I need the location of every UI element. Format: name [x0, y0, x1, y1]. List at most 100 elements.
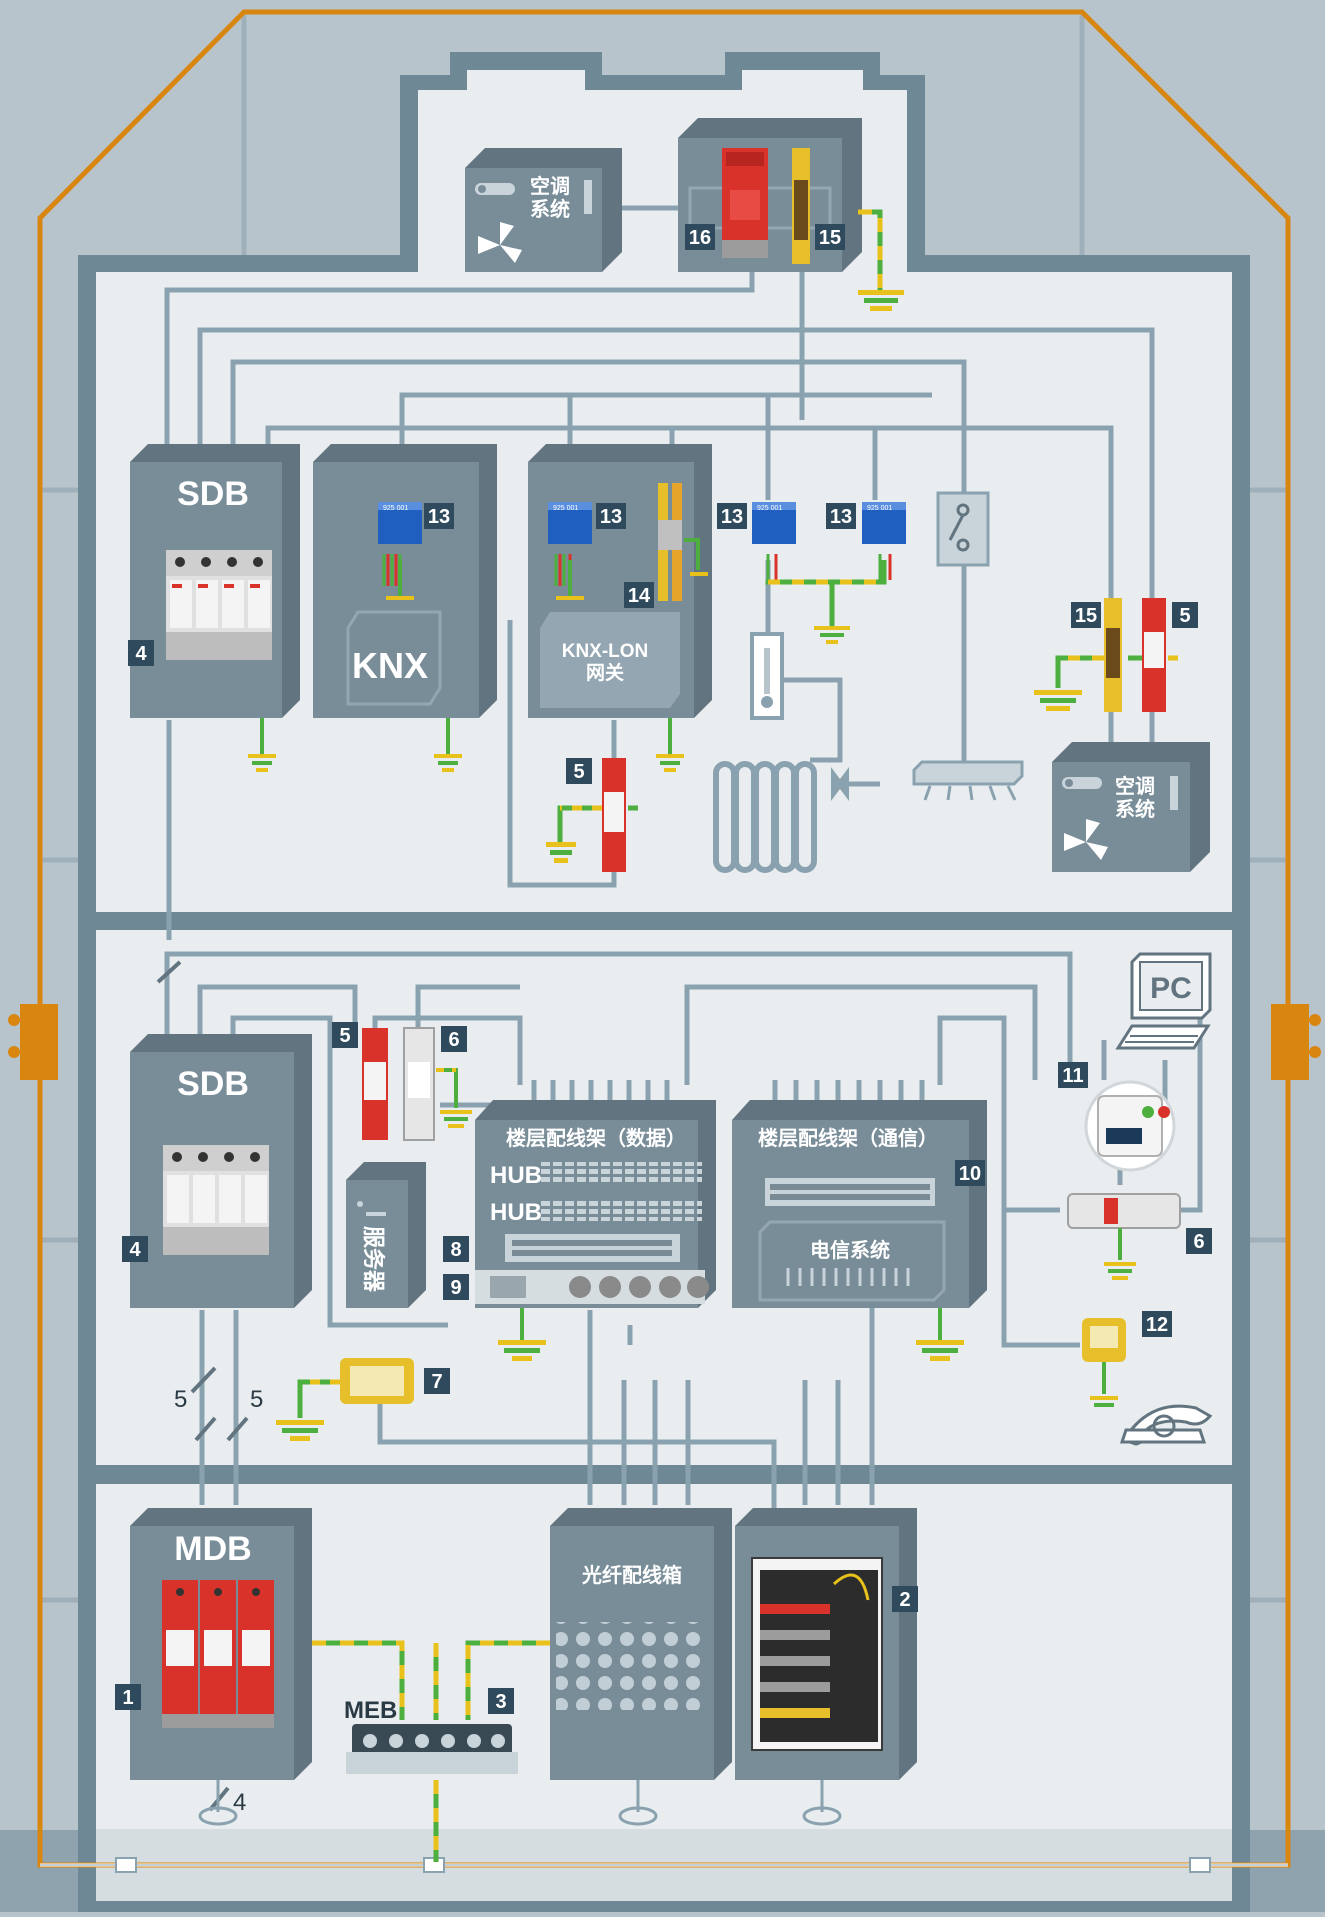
marker-number: 6 [1193, 1231, 1204, 1253]
sdb-middle-label: SDB [177, 1065, 249, 1103]
fiber-label: 光纤配线箱 [581, 1563, 682, 1587]
cable-count-right: 5 [250, 1386, 263, 1413]
marker-m13d: 13 [826, 503, 856, 529]
marker-number: 6 [448, 1029, 459, 1051]
marker-number: 12 [1146, 1314, 1168, 1336]
marker-m9: 9 [443, 1274, 469, 1300]
earth-roof [858, 209, 904, 311]
spd-7-yellow [276, 1358, 414, 1441]
ac-unit-right [1052, 742, 1210, 872]
marker-number: 2 [899, 1589, 910, 1611]
marker-number: 3 [495, 1691, 506, 1713]
marker-number: 5 [1179, 605, 1190, 627]
marker-number: 5 [573, 761, 584, 783]
spd-1-red-triple [162, 1580, 274, 1728]
marker-number: 13 [830, 506, 852, 528]
marker-m8: 8 [443, 1236, 469, 1262]
patch-panel-telecom [732, 1080, 987, 1308]
server-cabinet [346, 1162, 426, 1308]
marker-m5c: 5 [332, 1022, 358, 1048]
marker-m15b: 15 [1071, 602, 1101, 628]
marker-number: 10 [959, 1163, 981, 1185]
module-13-knx-lon [548, 502, 592, 586]
patch-panel-data [475, 1080, 716, 1308]
spd-6-white-right [1067, 1193, 1181, 1280]
marker-m1: 1 [115, 1684, 141, 1710]
marker-number: 5 [339, 1025, 350, 1047]
marker-number: 4 [135, 643, 147, 665]
marker-m4b: 4 [122, 1236, 148, 1262]
marker-m13c: 13 [717, 503, 747, 529]
marker-number: 4 [129, 1239, 141, 1261]
meb-earth-connections [312, 1640, 550, 1862]
spd-15-yellow-roof [792, 148, 810, 264]
marker-m11: 11 [1058, 1062, 1088, 1088]
module-code: 925 001 [867, 505, 892, 512]
meb-label: MEB [344, 1697, 397, 1724]
marker-m4a: 4 [128, 640, 154, 666]
test-joint-right [1271, 1004, 1321, 1080]
marker-m15a: 15 [815, 224, 845, 250]
marker-number: 15 [819, 227, 841, 249]
marker-m6a: 6 [441, 1026, 467, 1052]
spd-5-red-middle [362, 1028, 388, 1140]
fan-coil-unit [912, 760, 1024, 801]
module-code: 925 001 [553, 505, 578, 512]
marker-number: 13 [600, 506, 622, 528]
module-code: 925 001 [757, 505, 782, 512]
telecom-terminal-box [735, 1508, 917, 1780]
spd-4-block-top [166, 550, 272, 660]
spd-11-socket [1084, 1080, 1176, 1172]
spd-12-yellow [1082, 1318, 1126, 1407]
spd-5-red-knxlon [546, 758, 638, 872]
marker-m16: 16 [685, 224, 715, 250]
module-13-knx [378, 502, 422, 586]
marker-m5a: 5 [1172, 602, 1198, 628]
radiator [713, 761, 849, 873]
marker-m12: 12 [1142, 1311, 1172, 1337]
cable-ticks [156, 960, 249, 1812]
marker-m13b: 13 [596, 503, 626, 529]
mdb-label: MDB [174, 1530, 251, 1568]
fiber-distribution-box [550, 1508, 732, 1780]
hub1-label: HUB [490, 1162, 542, 1189]
earth-right-top [1034, 655, 1178, 711]
ac-roof-label-1: 空调系统 [530, 174, 570, 221]
marker-m6b: 6 [1186, 1228, 1212, 1254]
pc-workstation [1115, 952, 1212, 1050]
marker-number: 8 [450, 1239, 461, 1261]
spd-4-block-middle [163, 1145, 269, 1255]
module-13-switch [862, 502, 906, 580]
spd-14-pair [658, 483, 708, 601]
module-13-thermostat [752, 502, 796, 580]
knx-label: KNX [352, 645, 428, 686]
cable-count-bottom: 4 [233, 1789, 246, 1816]
telecom-label: 电信系统 [810, 1238, 890, 1262]
marker-number: 9 [450, 1277, 461, 1299]
pc-label: PC [1150, 972, 1192, 1005]
marker-number: 11 [1062, 1065, 1083, 1087]
earth-clamp [1189, 1857, 1211, 1873]
light-switch [936, 491, 990, 567]
patch-data-label: 楼层配线架（数据） [506, 1126, 686, 1150]
spd-16-red [722, 148, 768, 258]
marker-m2: 2 [892, 1586, 918, 1612]
server-label: 服务器 [361, 1226, 386, 1293]
sdb-top-label: SDB [177, 475, 249, 513]
test-joint-left [8, 1004, 58, 1080]
earth-clamp [115, 1857, 137, 1873]
thermostat [750, 632, 784, 720]
telephone [1119, 1404, 1213, 1446]
earth-symbols-middle [498, 1308, 964, 1361]
spd-5-red-right [1142, 598, 1166, 712]
marker-number: 13 [428, 506, 450, 528]
marker-m7: 7 [424, 1368, 450, 1394]
cable-count-left: 5 [174, 1386, 187, 1413]
marker-m10: 10 [955, 1160, 985, 1186]
marker-m3: 3 [488, 1688, 514, 1714]
patch-tel-label: 楼层配线架（通信） [758, 1126, 938, 1150]
